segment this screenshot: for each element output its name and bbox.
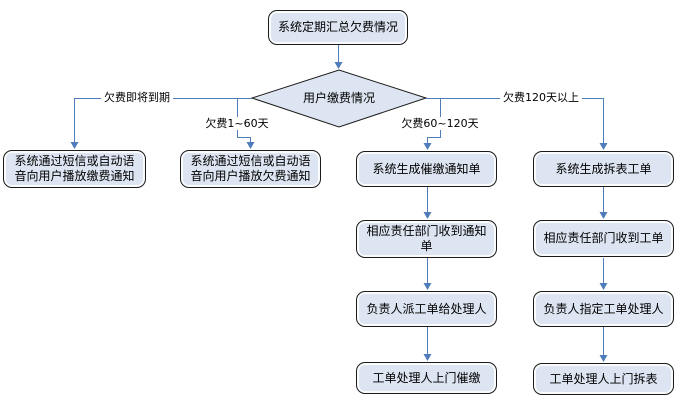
branch2-step1-node: 系统通过短信或自动语音向用户播放欠费通知 [180,150,321,188]
edge-col4-2 [599,258,608,290]
branch4-step3-node: 负责人指定工单处理人 [533,291,674,327]
branch3-step1-node: 系统生成催缴通知单 [356,151,497,187]
edge-label-branch2: 欠费1~60天 [202,117,272,130]
arrowhead-icon [599,283,608,290]
edge-col3-1 [423,187,432,219]
arrowhead-icon [599,143,608,150]
edge-start-to-decision [334,45,343,69]
branch3-step4-node: 工单处理人上门催缴 [356,362,497,394]
edge-col4-3 [599,327,608,362]
branch4-step2-node: 相应责任部门收到工单 [533,220,674,257]
branch3-step3-node: 负责人派工单给处理人 [356,291,497,327]
edge-col3-3 [423,327,432,361]
arrowhead-icon [423,212,432,219]
decision-node-label: 用户缴费情况 [302,91,375,105]
arrowhead-icon [423,283,432,290]
start-node: 系统定期汇总欠费情况 [268,10,408,45]
arrowhead-icon [334,62,343,69]
edge-label-branch4: 欠费120天以上 [500,91,582,104]
arrowhead-icon [423,143,432,150]
edge-branch1 [70,98,252,149]
edge-branch4 [426,98,608,150]
branch4-step1-node: 系统生成拆表工单 [533,151,674,187]
edge-col4-1 [599,187,608,219]
edge-col3-2 [423,258,432,290]
arrowhead-icon [599,212,608,219]
edge-label-branch1: 欠费即将到期 [101,91,173,104]
arrowhead-icon [423,354,432,361]
arrowhead-icon [246,142,255,149]
branch1-step1-node: 系统通过短信或自动语音向用户播放缴费通知 [3,150,146,188]
branch3-step2-node: 相应责任部门收到通知单 [356,220,497,258]
branch4-step4-node: 工单处理人上门拆表 [533,363,674,395]
arrowhead-icon [599,355,608,362]
edge-label-branch3: 欠费60~120天 [398,117,482,130]
arrowhead-icon [70,142,79,149]
